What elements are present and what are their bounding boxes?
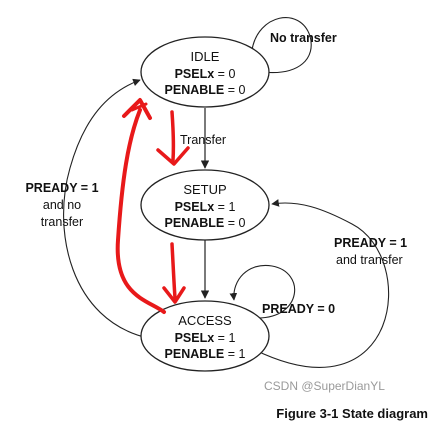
- red-arrowhead-access: [162, 286, 186, 304]
- red-annotation-group: [115, 98, 190, 314]
- state-setup-psel: PSELx = 1: [175, 200, 236, 214]
- state-idle-ellipse: [140, 36, 270, 108]
- state-setup-psel-label: PSELx: [175, 200, 215, 214]
- state-access-ellipse: [140, 300, 270, 372]
- state-access-penable: PENABLE = 1: [165, 347, 246, 361]
- state-idle-penable-label: PENABLE: [165, 83, 225, 97]
- state-idle-psel-value: = 0: [214, 67, 235, 81]
- edge-idle-self-loop: [251, 17, 312, 77]
- edge-access-self-loop: [229, 264, 296, 319]
- state-access: ACCESS PSELx = 1 PENABLE = 1: [140, 300, 270, 372]
- label-pready-1-no-transfer-line2: and no: [43, 198, 81, 212]
- state-idle-penable: PENABLE = 0: [165, 83, 246, 97]
- red-arrowhead-setup: [156, 146, 190, 166]
- label-pready-1-transfer-line2: and transfer: [336, 253, 403, 267]
- state-idle-psel-label: PSELx: [175, 67, 215, 81]
- edge-access-to-setup: [254, 199, 390, 368]
- watermark-text: CSDN @SuperDianYL: [264, 379, 385, 393]
- state-idle-psel: PSELx = 0: [175, 67, 236, 81]
- state-setup-name: SETUP: [183, 182, 226, 197]
- state-setup-psel-value: = 1: [214, 200, 235, 214]
- label-no-transfer: No transfer: [270, 31, 337, 45]
- figure-caption: Figure 3-1 State diagram: [276, 406, 428, 421]
- red-arrow-access-to-idle: [115, 108, 166, 314]
- state-access-psel: PSELx = 1: [175, 331, 236, 345]
- state-access-name: ACCESS: [178, 313, 232, 328]
- state-access-psel-label: PSELx: [175, 331, 215, 345]
- state-setup-penable-value: = 0: [224, 216, 245, 230]
- state-idle-name: IDLE: [191, 49, 220, 64]
- state-access-penable-label: PENABLE: [165, 347, 225, 361]
- label-pready-1-no-transfer-line1: PREADY = 1: [25, 181, 98, 195]
- state-idle: IDLE PSELx = 0 PENABLE = 0: [140, 36, 270, 108]
- red-arrow-setup-to-access: [170, 242, 177, 300]
- label-pready-0: PREADY = 0: [262, 302, 335, 316]
- state-access-penable-value: = 1: [224, 347, 245, 361]
- label-pready-1-transfer-text1: PREADY = 1: [334, 236, 407, 250]
- red-arrow-idle-to-setup: [170, 110, 176, 162]
- red-arrowhead-idle-wing: [130, 102, 148, 112]
- state-access-psel-value: = 1: [214, 331, 235, 345]
- edge-access-to-idle: [63, 78, 149, 339]
- label-pready-1-transfer-line1: PREADY = 1: [334, 236, 407, 250]
- state-setup-penable: PENABLE = 0: [165, 216, 246, 230]
- state-idle-penable-value: = 0: [224, 83, 245, 97]
- label-pready-1-no-transfer-line3: transfer: [41, 215, 83, 229]
- label-transfer: Transfer: [180, 133, 226, 147]
- state-setup-ellipse: [140, 169, 270, 241]
- red-arrowhead-idle: [122, 98, 152, 120]
- state-setup-penable-label: PENABLE: [165, 216, 225, 230]
- state-setup: SETUP PSELx = 1 PENABLE = 0: [140, 169, 270, 241]
